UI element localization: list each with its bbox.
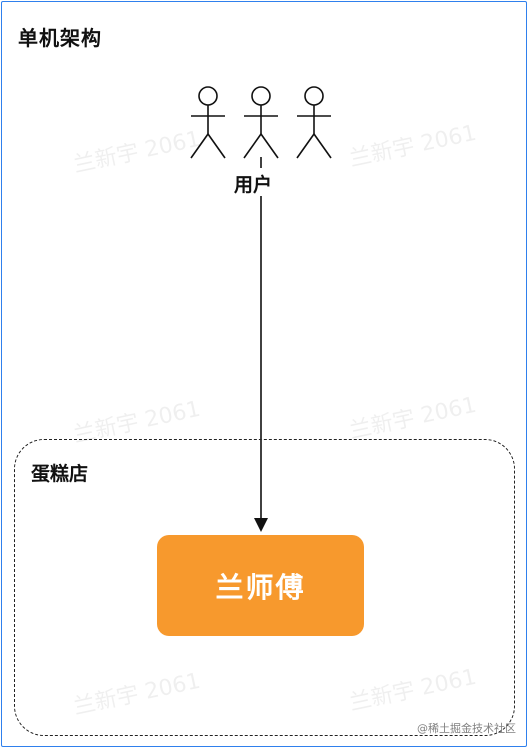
user-actor-icon bbox=[296, 86, 332, 159]
user-actor-icon bbox=[243, 86, 279, 159]
footer-credit: @稀土掘金技术社区 bbox=[417, 722, 516, 735]
chef-label: 兰师傅 bbox=[215, 570, 306, 604]
cake-shop-container bbox=[14, 439, 515, 736]
users-label: 用户 bbox=[234, 174, 273, 196]
chef-node: 兰师傅 bbox=[157, 535, 364, 636]
user-actor-icon bbox=[190, 86, 226, 159]
cake-shop-label: 蛋糕店 bbox=[31, 463, 89, 485]
page-title: 单机架构 bbox=[18, 26, 102, 50]
